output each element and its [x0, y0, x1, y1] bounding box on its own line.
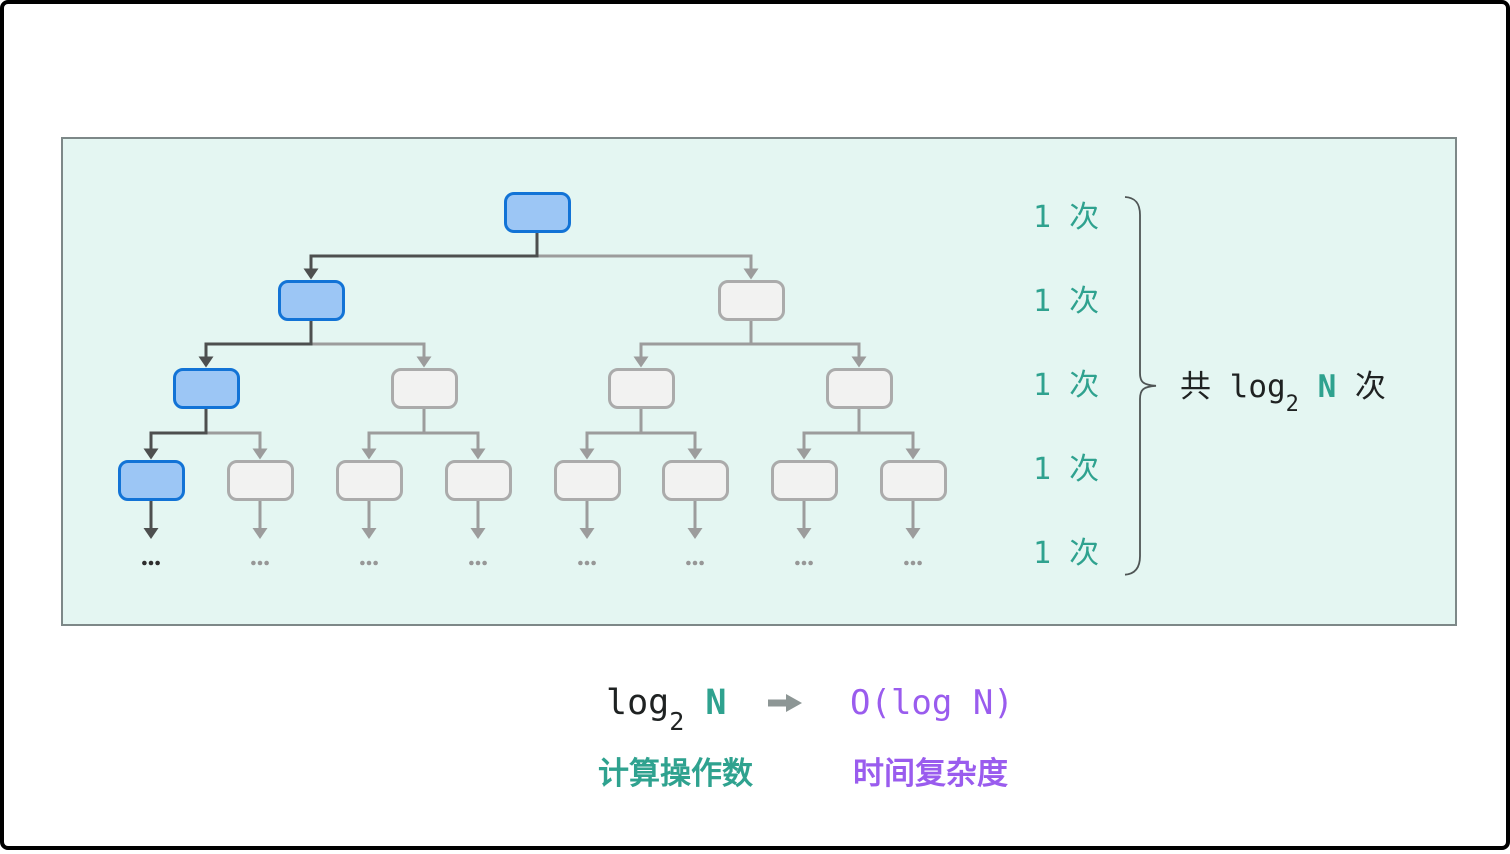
tree-node-l3-4 — [825, 367, 893, 409]
tree-node-l4-8 — [879, 459, 947, 501]
formula-log: log — [606, 683, 670, 723]
formula-log-subscript: 2 — [669, 707, 685, 736]
brace-label-prefix: 共 log — [1180, 369, 1286, 405]
operations-caption: 计算操作数 — [598, 756, 753, 792]
brace-label: 共 log2 N 次 — [1180, 369, 1386, 416]
tree-node-l3-1 — [172, 367, 240, 409]
tree-node-l2-2 — [717, 279, 785, 321]
complexity-caption: 时间复杂度 — [853, 756, 1008, 792]
count-label-1: 1 次 — [1033, 200, 1100, 235]
brace-label-variable: N — [1317, 369, 1337, 405]
count-label-4: 1 次 — [1033, 452, 1100, 487]
tree-node-l3-2 — [390, 367, 458, 409]
brace-label-subscript: 2 — [1285, 392, 1299, 418]
operations-formula: log2 N — [606, 683, 727, 734]
count-label-2: 1 次 — [1033, 284, 1100, 319]
count-label-5: 1 次 — [1033, 536, 1100, 571]
tree-panel — [61, 137, 1457, 626]
tree-node-l4-1 — [117, 459, 185, 501]
tree-node-l4-6 — [661, 459, 729, 501]
formula-variable: N — [705, 683, 727, 723]
tree-node-l4-2 — [226, 459, 294, 501]
tree-node-l4-5 — [553, 459, 621, 501]
right-arrow-icon — [768, 694, 802, 712]
tree-node-l1-1 — [503, 191, 571, 233]
tree-node-l3-3 — [607, 367, 675, 409]
tree-node-l4-3 — [335, 459, 403, 501]
count-label-3: 1 次 — [1033, 368, 1100, 403]
brace-label-suffix: 次 — [1336, 369, 1386, 405]
formula-gap — [684, 683, 705, 723]
tree-node-l4-4 — [444, 459, 512, 501]
complexity-formula: O(log N) — [850, 683, 1014, 723]
tree-node-l2-1 — [277, 279, 345, 321]
tree-node-l4-7 — [770, 459, 838, 501]
brace-label-gap — [1299, 369, 1318, 405]
